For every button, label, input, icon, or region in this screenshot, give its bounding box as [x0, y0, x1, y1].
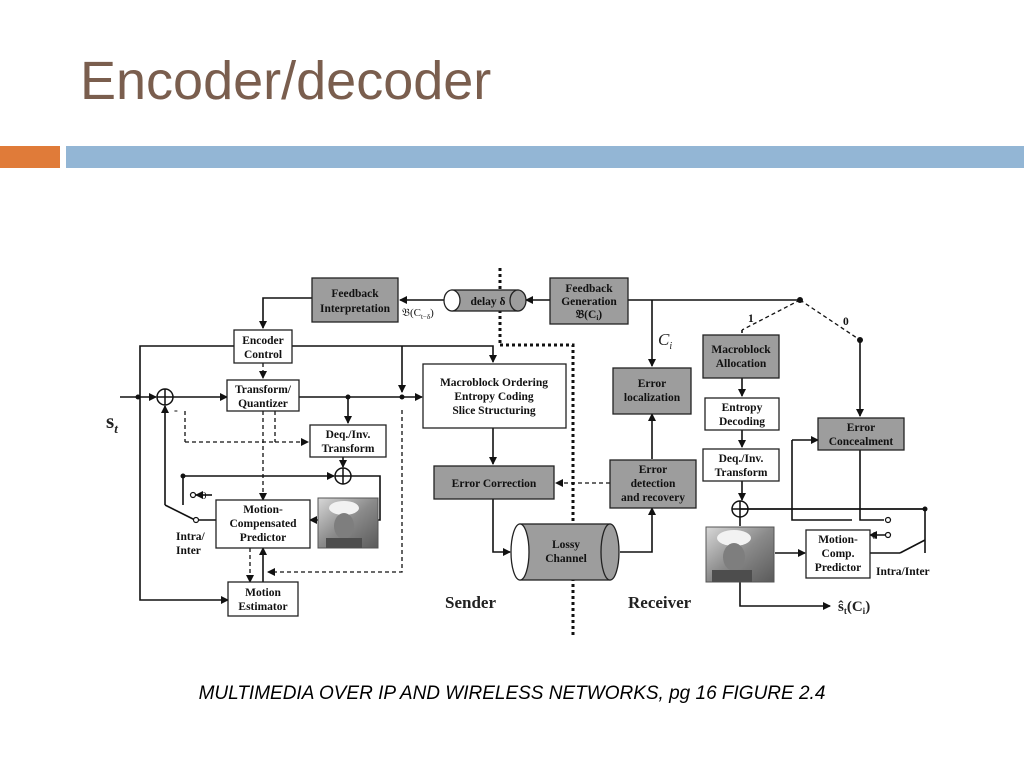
- svg-text:Compensated: Compensated: [229, 518, 297, 530]
- svg-text:Feedback: Feedback: [565, 283, 613, 295]
- svg-text:Decoding: Decoding: [719, 416, 765, 428]
- svg-text:Generation: Generation: [561, 296, 617, 308]
- error-localization-block: [612, 367, 692, 415]
- transform-quantizer-block: [226, 379, 300, 412]
- error-detection-block: [609, 459, 697, 509]
- motion-estimator-block: [227, 581, 299, 617]
- line-fbinterp-to-enccontrol: [259, 297, 312, 329]
- slide-title: Encoder/decoder: [80, 51, 492, 111]
- dash-right-to-me: [267, 410, 403, 576]
- error-correction-block: [433, 465, 555, 500]
- svg-text:delay δ: delay δ: [470, 296, 505, 308]
- svg-text:Entropy Coding: Entropy Coding: [454, 391, 534, 403]
- svg-text:Transform: Transform: [715, 467, 768, 479]
- feedback-interpretation-block: [311, 277, 399, 323]
- error-concealment-block: [817, 417, 905, 451]
- svg-text:Interpretation: Interpretation: [320, 303, 391, 315]
- macroblock-ordering-block: [422, 363, 567, 429]
- line-errconc-down: [859, 450, 884, 521]
- svg-text:Lossy: Lossy: [552, 539, 580, 551]
- deq-inv-transform-dec-block: [702, 448, 780, 482]
- svg-text:Error: Error: [638, 378, 667, 390]
- svg-text:Quantizer: Quantizer: [238, 398, 288, 410]
- svg-text:Slice Structuring: Slice Structuring: [452, 405, 536, 417]
- encoder-control-block: [233, 329, 293, 364]
- title-accent-bar-orange: [0, 146, 60, 168]
- svg-text:localization: localization: [624, 392, 681, 404]
- input-label: st: [106, 409, 118, 436]
- intra-inter-dec-label: Intra/Inter: [876, 566, 930, 578]
- sender-label: Sender: [445, 593, 496, 612]
- svg-text:Error: Error: [639, 464, 668, 476]
- switch-dec: [899, 539, 926, 554]
- svg-text:Transform: Transform: [322, 443, 375, 455]
- intra-inter-enc-label-2: Inter: [176, 545, 201, 557]
- line-channel-to-detect: [620, 507, 656, 553]
- svg-text:Feedback: Feedback: [331, 288, 379, 300]
- svg-text:Control: Control: [244, 349, 282, 361]
- figure-caption: MULTIMEDIA OVER IP AND WIRELESS NETWORKS…: [198, 683, 826, 704]
- svg-text:Channel: Channel: [545, 553, 587, 565]
- decoder-frame-image: [705, 526, 775, 583]
- svg-text:Error Correction: Error Correction: [452, 478, 537, 490]
- svg-text:Macroblock Ordering: Macroblock Ordering: [440, 377, 548, 389]
- line-control-to-mbordering: [292, 345, 497, 363]
- svg-text:Deq./Inv.: Deq./Inv.: [719, 453, 764, 465]
- svg-text:Motion: Motion: [245, 587, 281, 599]
- svg-text:Predictor: Predictor: [240, 532, 286, 544]
- svg-text:Estimator: Estimator: [238, 601, 287, 613]
- deq-inv-transform-enc-block: [309, 424, 387, 458]
- entropy-decoding-block: [704, 397, 780, 431]
- svg-text:Predictor: Predictor: [815, 562, 861, 574]
- svg-text:Error: Error: [847, 422, 876, 434]
- motion-comp-predictor-dec-block: [805, 529, 871, 579]
- ci-label: Ci: [658, 330, 672, 352]
- line-ec-to-channel: [492, 499, 511, 556]
- svg-text:Deq./Inv.: Deq./Inv.: [326, 429, 371, 441]
- svg-text:and recovery: and recovery: [621, 492, 685, 504]
- junction-input: [135, 394, 141, 400]
- minus-label: -: [174, 405, 178, 417]
- dec-zero-label: 0: [872, 530, 878, 542]
- feedback-delayed-label: 𝔅(Ct−δ): [402, 307, 434, 321]
- svg-text:Macroblock: Macroblock: [711, 344, 771, 356]
- switch-one-label: 1: [748, 313, 754, 325]
- title-accent-bar-blue: [66, 146, 1024, 168]
- svg-text:Allocation: Allocation: [716, 358, 767, 370]
- enc-zero-label: 0: [201, 490, 207, 502]
- feedback-generation-block: [549, 277, 629, 325]
- switch-line-1: [741, 299, 801, 331]
- intra-inter-enc-label-1: Intra/: [176, 531, 206, 543]
- line-control-to-motionest: [139, 345, 234, 604]
- svg-text:Motion-: Motion-: [818, 534, 858, 546]
- svg-text:detection: detection: [631, 478, 676, 490]
- svg-text:Motion-: Motion-: [243, 504, 283, 516]
- motion-comp-predictor-enc-block: [215, 499, 311, 549]
- svg-text:Transform/: Transform/: [235, 384, 292, 396]
- svg-text:Entropy: Entropy: [722, 402, 763, 414]
- switch-line-0: [799, 299, 861, 341]
- lossy-channel-block: Lossy Channel: [510, 523, 620, 581]
- output-label: ŝt(Ci): [838, 599, 870, 616]
- macroblock-allocation-block: [702, 334, 780, 379]
- svg-text:Encoder: Encoder: [242, 335, 284, 347]
- switch-zero-label: 0: [843, 316, 849, 328]
- encoder-frame-image: [317, 497, 379, 549]
- switch-enc: [164, 504, 196, 521]
- receiver-label: Receiver: [628, 593, 692, 612]
- svg-text:𝔅(Ci): 𝔅(Ci): [575, 308, 602, 322]
- line-concealment-left: [791, 440, 852, 521]
- delay-block: delay δ: [443, 289, 527, 312]
- svg-text:Comp.: Comp.: [822, 548, 855, 560]
- svg-text:Concealment: Concealment: [829, 436, 894, 448]
- line-output: [739, 582, 831, 610]
